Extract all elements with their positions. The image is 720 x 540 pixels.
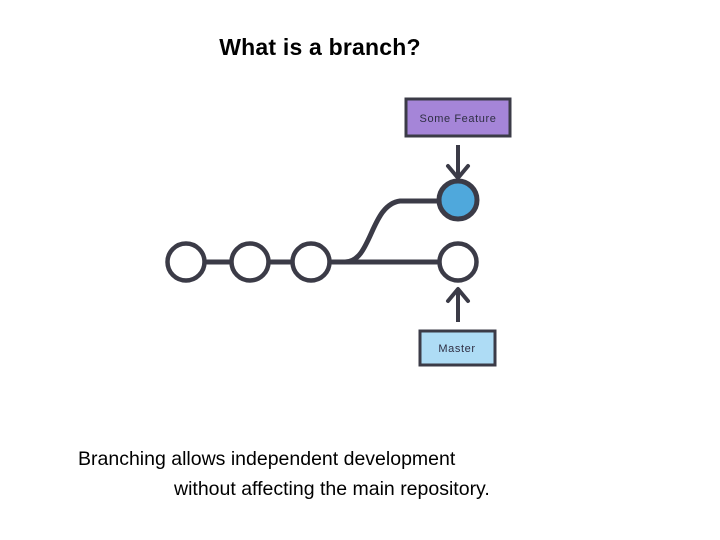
master-box xyxy=(418,329,497,367)
caption-line-1: Branching allows independent development xyxy=(78,448,456,470)
master-box-label: Master xyxy=(438,343,475,355)
page-title: What is a branch? xyxy=(219,34,421,60)
commit-node-master-1 xyxy=(165,241,207,283)
commit-node-feature-1 xyxy=(436,178,480,222)
some-feature-box xyxy=(404,97,512,138)
caption-line-2: without affecting the main repository. xyxy=(174,478,490,500)
arrow-down-icon xyxy=(446,145,470,180)
arrow-up-icon xyxy=(446,287,470,322)
branch-curve-line xyxy=(342,198,443,265)
commit-node-master-4 xyxy=(437,241,479,283)
caption-text: Branching allows independent development… xyxy=(78,444,638,504)
commit-node-master-3 xyxy=(290,241,332,283)
some-feature-box-label: Some Feature xyxy=(420,113,497,125)
commit-node-master-2 xyxy=(229,241,271,283)
